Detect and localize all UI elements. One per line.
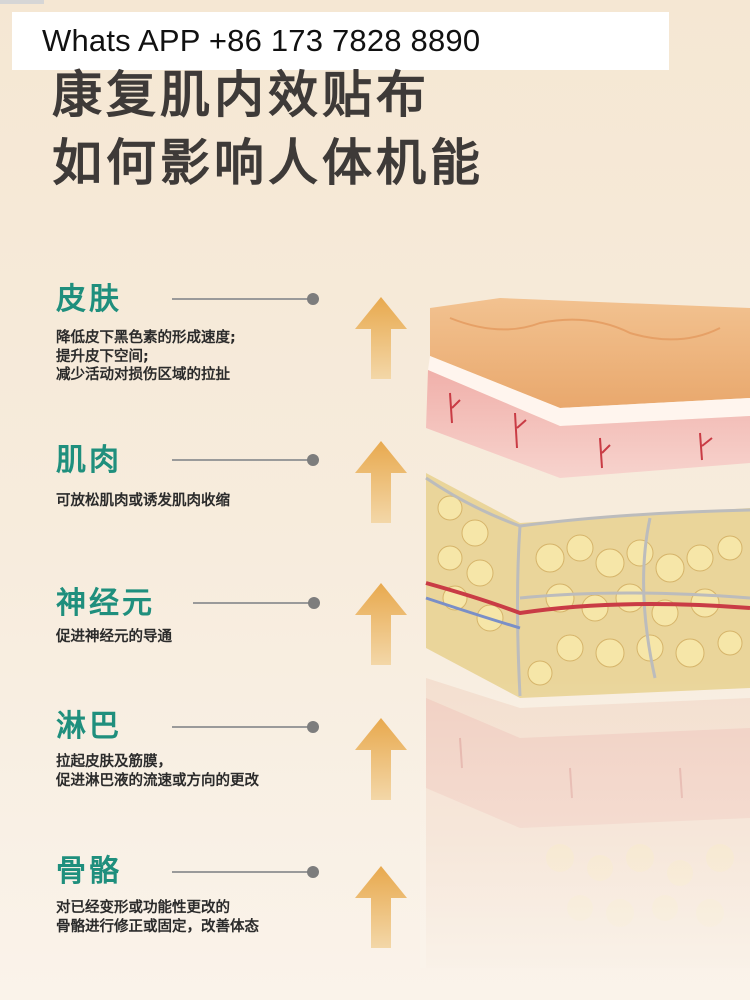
up-arrow-icon — [355, 297, 407, 379]
skin-layers-illustration — [420, 298, 750, 968]
page-title-line1: 康复肌内效贴布 — [52, 66, 430, 124]
desc-line: 对已经变形或功能性更改的 — [56, 900, 230, 916]
section-title-lymph: 淋巴 — [56, 709, 122, 744]
section-bone: 骨骼 对已经变形或功能性更改的 骨骼进行修正或固定，改善体态 — [56, 857, 259, 936]
section-desc-muscle: 可放松肌肉或诱发肌肉收缩 — [56, 492, 230, 511]
up-arrow-icon — [355, 718, 407, 800]
dot-icon — [307, 866, 319, 878]
section-title-bone: 骨骼 — [56, 854, 122, 889]
connector-skin — [172, 293, 319, 305]
fat-layer — [426, 473, 750, 698]
corner-tab — [0, 0, 44, 4]
section-neuron: 神经元 促进神经元的导通 — [56, 589, 172, 647]
section-desc-skin: 降低皮下黑色素的形成速度; 提升皮下空间; 减少活动对损伤区域的拉扯 — [56, 329, 236, 385]
dot-icon — [307, 454, 319, 466]
connector-lymph — [172, 721, 319, 733]
dot-icon — [308, 597, 320, 609]
dot-icon — [307, 721, 319, 733]
desc-line: 降低皮下黑色素的形成速度; — [56, 330, 236, 346]
connector-bone — [172, 866, 319, 878]
desc-line: 促进神经元的导通 — [56, 629, 172, 645]
connector-muscle — [172, 454, 319, 466]
section-desc-bone: 对已经变形或功能性更改的 骨骼进行修正或固定，改善体态 — [56, 899, 259, 936]
desc-line: 促进淋巴液的流速或方向的更改 — [56, 772, 259, 789]
dot-icon — [307, 293, 319, 305]
up-arrow-icon — [355, 583, 407, 665]
up-arrow-icon — [355, 441, 407, 523]
epidermis-layer — [430, 298, 750, 408]
connector-neuron — [193, 597, 320, 609]
section-muscle: 肌肉 可放松肌肉或诱发肌肉收缩 — [56, 446, 230, 511]
section-desc-lymph: 拉起皮肤及筋膜， 促进淋巴液的流速或方向的更改 — [56, 753, 259, 790]
desc-line: 减少活动对损伤区域的拉扯 — [56, 367, 230, 383]
desc-line: 骨骼进行修正或固定，改善体态 — [56, 918, 259, 935]
section-lymph: 淋巴 拉起皮肤及筋膜， 促进淋巴液的流速或方向的更改 — [56, 712, 259, 790]
section-skin: 皮肤 降低皮下黑色素的形成速度; 提升皮下空间; 减少活动对损伤区域的拉扯 — [56, 285, 236, 385]
section-title-muscle: 肌肉 — [56, 443, 122, 478]
up-arrow-icon — [355, 866, 407, 948]
section-title-skin: 皮肤 — [56, 282, 122, 317]
contact-text: Whats APP +86 173 7828 8890 — [42, 23, 481, 58]
contact-banner: Whats APP +86 173 7828 8890 — [12, 12, 669, 70]
page-title-line2: 如何影响人体机能 — [52, 134, 484, 192]
desc-line: 拉起皮肤及筋膜， — [56, 754, 172, 770]
desc-line: 提升皮下空间; — [56, 348, 149, 365]
section-title-neuron: 神经元 — [56, 586, 155, 621]
desc-line: 可放松肌肉或诱发肌肉收缩 — [56, 493, 230, 509]
section-desc-neuron: 促进神经元的导通 — [56, 628, 172, 647]
dermis-layer — [426, 370, 750, 478]
